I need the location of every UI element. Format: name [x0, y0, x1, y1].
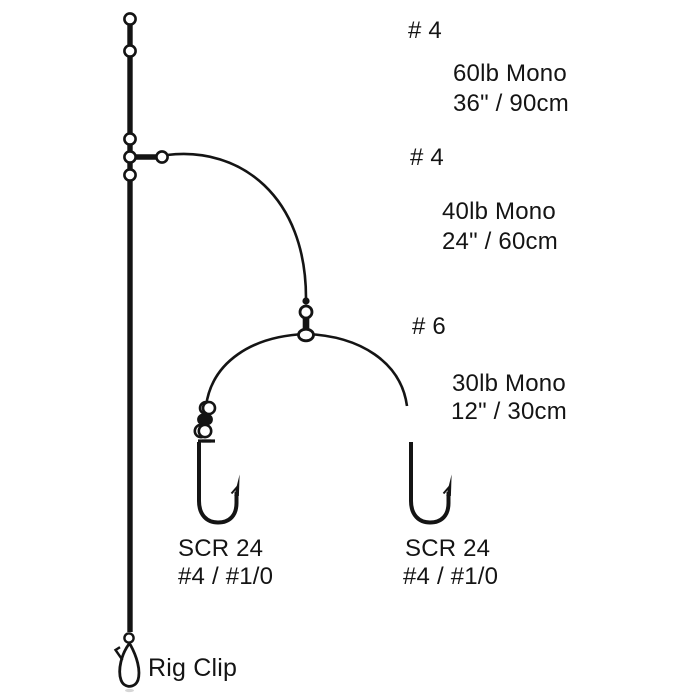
left-hook-model-label: SCR 24 [178, 535, 264, 562]
dropper-swivel-group [123, 132, 169, 182]
top-section-hook-size-label: # 4 [408, 17, 442, 44]
right-hook [409, 440, 454, 525]
right-hook-model-label: SCR 24 [405, 535, 491, 562]
upper-snood-line [166, 152, 308, 299]
right-hook-beads [197, 400, 217, 443]
mid-section-hook-size-label: # 4 [410, 144, 444, 171]
mid-section-length-label: 24" / 60cm [442, 228, 558, 255]
left-hook-sizes-label: #4 / #1/0 [178, 563, 274, 590]
rig-clip-label: Rig Clip [148, 654, 238, 682]
bottom-section-hook-size-label: # 6 [412, 313, 446, 340]
left-hook [197, 440, 242, 525]
top-swivel [123, 12, 137, 58]
rig-clip-icon [113, 632, 141, 693]
top-section-line-label: 60lb Mono [453, 60, 567, 87]
bottom-section-length-label: 12" / 30cm [451, 398, 567, 425]
centre-swivel [297, 304, 315, 343]
right-hook-sizes-label: #4 / #1/0 [403, 563, 499, 590]
snood-knot-dot [302, 297, 310, 305]
lower-snood-line [204, 332, 409, 407]
bottom-section-line-label: 30lb Mono [452, 370, 566, 397]
mid-section-line-label: 40lb Mono [442, 198, 556, 225]
top-section-length-label: 36" / 90cm [453, 90, 569, 117]
